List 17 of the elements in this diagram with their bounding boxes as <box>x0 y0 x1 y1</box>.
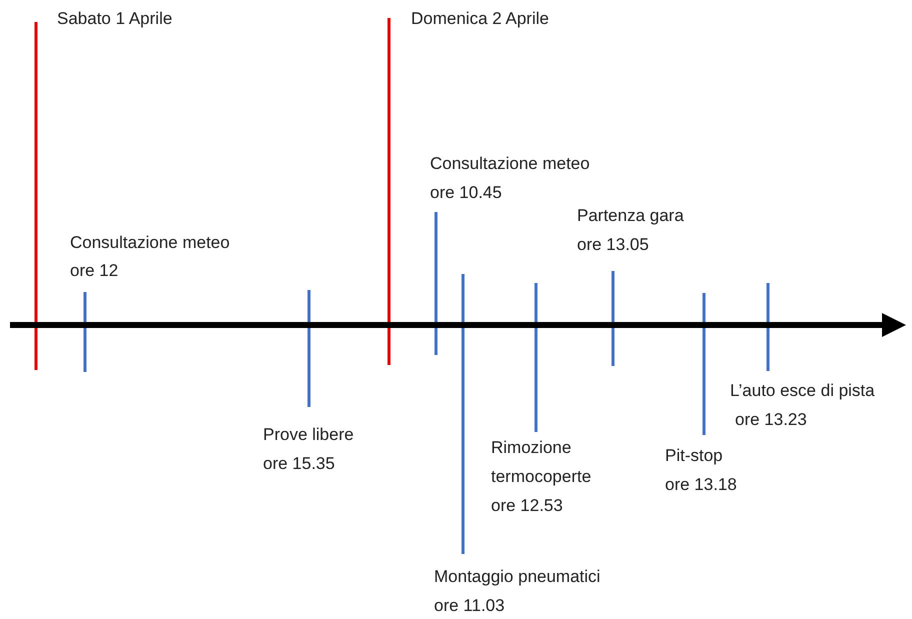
day-label: Sabato 1 Aprile <box>57 8 172 30</box>
event-label: ore 10.45 <box>430 182 502 204</box>
event-label: Prove libere <box>263 424 354 446</box>
event-label: Consultazione meteo <box>430 153 590 175</box>
day-label: Domenica 2 Aprile <box>411 8 549 30</box>
event-label: ore 13.05 <box>577 234 649 256</box>
event-label: Pit-stop <box>665 445 723 467</box>
event-label: ore 12.53 <box>491 495 563 517</box>
event-label: ore 11.03 <box>434 595 505 617</box>
event-label: ore 15.35 <box>263 453 335 475</box>
event-label: ore 13.23 <box>735 409 807 431</box>
event-label: Consultazione meteo <box>70 232 230 254</box>
event-label: Partenza gara <box>577 205 684 227</box>
event-label: Montaggio pneumatici <box>434 566 600 588</box>
event-label: ore 12 <box>70 260 118 282</box>
event-label: ore 13.18 <box>665 474 737 496</box>
event-label: L’auto esce di pista <box>730 380 875 402</box>
